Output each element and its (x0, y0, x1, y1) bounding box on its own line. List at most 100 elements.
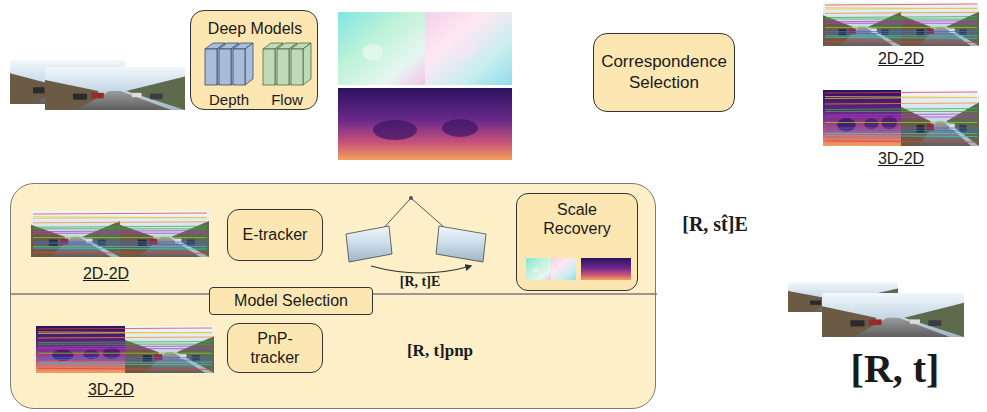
process-box: Model Selection (209, 287, 373, 315)
layer-front (277, 49, 289, 85)
match-line (825, 128, 977, 129)
match-line (38, 357, 212, 358)
car (917, 125, 925, 133)
match-line (38, 342, 212, 343)
match-line (825, 97, 977, 98)
match-line (825, 33, 977, 34)
car (49, 240, 58, 246)
flow-blob (559, 266, 566, 272)
match-line (38, 337, 212, 338)
match-line (825, 98, 977, 99)
match-line (38, 348, 212, 349)
camera-frame (346, 226, 392, 262)
match-line (825, 111, 977, 112)
box-label: Depth (199, 91, 259, 109)
match-line (825, 133, 977, 134)
layer-side (303, 43, 311, 85)
match-line (825, 4, 977, 5)
box-label: Model Selection (216, 291, 366, 310)
match-line (33, 217, 207, 218)
layer-front (233, 49, 245, 85)
car (927, 124, 934, 131)
flow-map (551, 258, 576, 280)
point-3d (409, 196, 413, 200)
process-box: Scale Recovery (516, 193, 638, 291)
match-line (825, 92, 977, 93)
layer-front (291, 49, 303, 85)
flow-map (425, 12, 512, 85)
match-line (38, 368, 212, 369)
sky (901, 90, 979, 146)
match-line (38, 333, 212, 334)
match-line (38, 359, 212, 360)
match-line (825, 19, 977, 20)
layer-front (205, 49, 217, 85)
process-box: Deep ModelsDepthFlow (190, 10, 318, 110)
process-box: PnP-tracker (227, 323, 323, 373)
match-line (825, 27, 977, 28)
pose-formula: [R, t] (815, 345, 975, 393)
match-line (38, 332, 212, 333)
process-box: E-tracker (227, 209, 323, 261)
match-line (33, 233, 207, 234)
car (810, 301, 821, 305)
match-line (38, 328, 212, 329)
depth-map (338, 88, 512, 160)
match-line (825, 37, 977, 38)
road (76, 91, 171, 110)
match-line (38, 362, 212, 363)
flow-map (526, 258, 551, 280)
photo (901, 90, 979, 146)
photo (45, 67, 185, 110)
match-line (33, 248, 207, 249)
road (853, 318, 950, 337)
flow-blob (451, 38, 475, 58)
match-line (825, 114, 977, 115)
box-label: Correspondence Selection (600, 52, 728, 93)
box-title: Deep Models (191, 19, 319, 38)
match-line (825, 21, 977, 22)
car (871, 28, 876, 32)
flow-map (338, 12, 425, 85)
match-line (825, 8, 977, 9)
match-line (38, 353, 212, 354)
sky (45, 67, 185, 110)
match-line (825, 117, 977, 118)
box-label: Flow (257, 91, 317, 109)
match-line (38, 364, 212, 365)
car (150, 94, 163, 100)
box-label: E-tracker (234, 225, 316, 244)
match-line (825, 41, 977, 42)
road (51, 237, 112, 257)
camera-frame (436, 226, 486, 262)
sky (822, 293, 964, 337)
match-line (825, 17, 977, 18)
pose-formula: [R, st̂]E (660, 212, 770, 236)
car (910, 319, 920, 323)
match-line (825, 23, 977, 24)
box-label: Scale Recovery (523, 200, 631, 238)
car (143, 355, 152, 362)
car (33, 87, 45, 93)
match-line (33, 217, 207, 218)
match-line (825, 12, 977, 13)
match-line (38, 344, 212, 345)
match-line (825, 31, 977, 32)
box-label: 3D-2D (41, 380, 181, 399)
match-line (825, 136, 977, 137)
match-line (33, 222, 207, 223)
car (839, 29, 847, 35)
match-line (825, 8, 977, 9)
match-line (825, 141, 977, 142)
match-line (825, 130, 977, 131)
car (949, 28, 954, 32)
match-line (33, 226, 207, 227)
match-line (33, 228, 207, 229)
car (132, 93, 142, 97)
process-box: Correspondence Selection (593, 33, 735, 112)
depth-blob (864, 118, 878, 129)
match-line (33, 242, 207, 243)
layer-front (263, 49, 275, 85)
box-label: 2D-2D (36, 264, 176, 283)
match-line (825, 103, 977, 104)
